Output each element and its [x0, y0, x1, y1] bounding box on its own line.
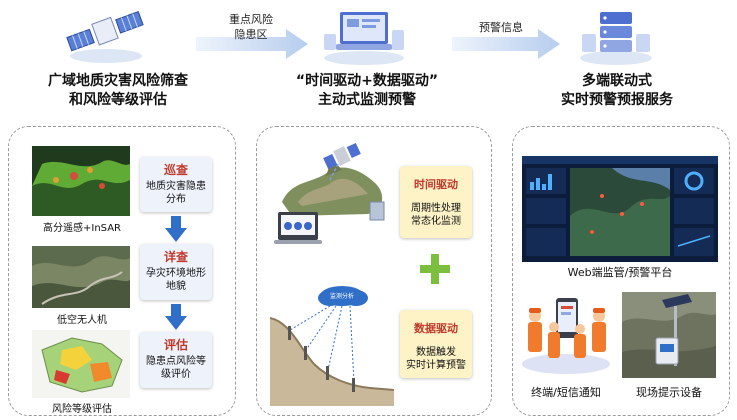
- caption-web-platform: Web端监管/预警平台: [567, 266, 673, 279]
- flow-arrow-1: [196, 29, 308, 59]
- stage-3-title: 多端联动式 实时预警预报服务: [561, 73, 673, 108]
- time-driven-box: 时间驱动 周期性处理常态化监测: [400, 166, 472, 238]
- step-assessment: 评估 隐患点风险等级评价: [140, 332, 212, 388]
- onsite-device-photo: [622, 292, 716, 378]
- caption-remote-sensing: 高分遥感+InSAR: [43, 223, 121, 234]
- down-arrow-2: [165, 304, 187, 330]
- stage-2-title: “时间驱动+数据驱动” 主动式监测预警: [295, 73, 439, 108]
- step-patrol: 巡查 地质灾害隐患分布: [140, 157, 212, 212]
- caption-risk-assessment: 风险等级评估: [52, 404, 112, 415]
- data-driven-box: 数据驱动 数据触发实时计算预警: [400, 310, 472, 378]
- satellite-terrain-illustration: [274, 142, 385, 244]
- stage-1-title: 广域地质灾害风险筛查 和风险等级评估: [48, 73, 188, 108]
- flow-arrow-1-label: 重点风险 隐患区: [229, 13, 273, 41]
- cloud-sensor-illustration: [270, 286, 394, 406]
- plus-icon: [420, 254, 450, 284]
- flow-arrow-2-label: 预警信息: [479, 21, 523, 34]
- caption-onsite-device: 现场提示设备: [636, 386, 702, 399]
- panel-warning-services: [512, 126, 730, 416]
- risk-level-map-image: [32, 330, 130, 398]
- monitoring-computer-icon: [324, 12, 404, 65]
- uav-terrain-image: [32, 246, 130, 308]
- down-arrow-1: [165, 216, 187, 242]
- caption-uav: 低空无人机: [57, 315, 107, 326]
- flow-arrow-2: [452, 29, 560, 59]
- multi-terminal-server-icon: [580, 12, 652, 65]
- terminal-sms-illustration: [522, 298, 610, 374]
- panel-active-monitoring: [256, 126, 492, 416]
- remote-sensing-map-image: [32, 146, 130, 216]
- cloud-label: 监测分析: [329, 293, 354, 300]
- satellite-server-icon: [66, 10, 144, 63]
- caption-terminal-sms: 终端/短信通知: [531, 386, 601, 399]
- web-platform-screenshot: [522, 156, 718, 262]
- step-detailed-survey: 详查 孕灾环境地形地貌: [140, 244, 212, 300]
- panel-risk-screening: [8, 126, 236, 416]
